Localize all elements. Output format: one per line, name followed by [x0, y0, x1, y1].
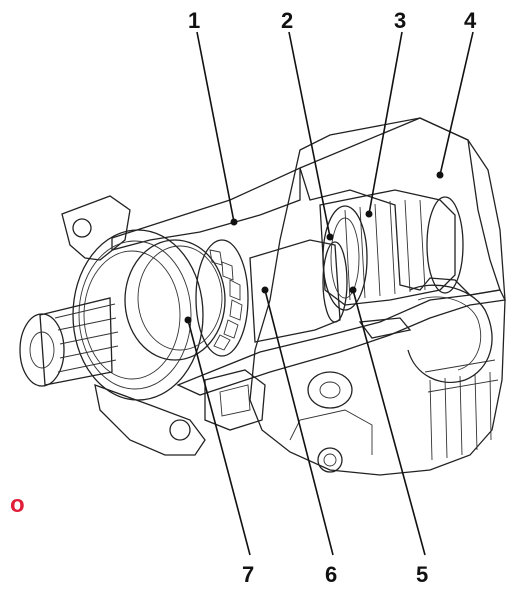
callout-dot-4: [436, 171, 444, 179]
callout-dot-2: [326, 233, 334, 241]
callout-labels: 1 2 3 4 5 6 7: [188, 8, 477, 587]
callout-dot-1: [230, 218, 238, 226]
lower-bracket: [204, 369, 266, 431]
leader-1: [196, 31, 235, 223]
mounting-flange: [61, 195, 206, 456]
callout-label-2: 2: [281, 8, 293, 33]
red-marker-letter: o: [10, 491, 25, 518]
callout-label-5: 5: [416, 562, 428, 587]
gear-assembly: [319, 189, 464, 311]
leader-7: [187, 319, 251, 556]
callout-label-6: 6: [325, 562, 337, 587]
leader-4: [439, 31, 474, 176]
callout-dot-6: [261, 286, 269, 294]
callout-dot-7: [184, 316, 192, 324]
bearing-assembly: [72, 229, 249, 401]
callout-leaders: [184, 31, 474, 556]
callout-dot-3: [365, 210, 373, 218]
drive-shaft: [19, 239, 348, 387]
callout-label-4: 4: [464, 8, 477, 33]
leader-3: [368, 31, 403, 215]
callout-label-7: 7: [242, 562, 254, 587]
leader-2: [288, 31, 331, 238]
leader-5: [352, 289, 426, 556]
callout-label-3: 3: [394, 8, 406, 33]
callout-dot-5: [349, 286, 357, 294]
cutaway-section: [111, 117, 506, 396]
callout-label-1: 1: [188, 8, 200, 33]
leader-6: [264, 289, 334, 556]
pump-housing: [249, 117, 506, 476]
